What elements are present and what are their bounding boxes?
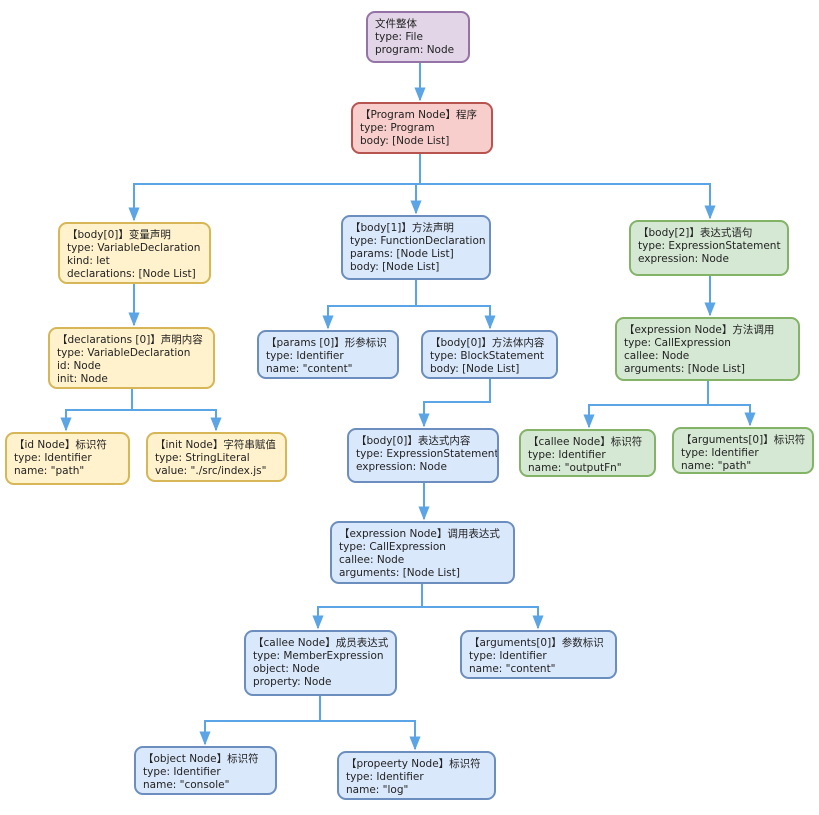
node-title: 【params [0]】形参标识 bbox=[266, 337, 387, 349]
node-title: 【body[2]】表达式语句 bbox=[638, 227, 753, 239]
node-field: type: Identifier bbox=[528, 449, 606, 461]
node-field: callee: Node bbox=[339, 554, 405, 566]
edge-exprmethod-calleeoutput bbox=[583, 381, 709, 429]
node-field: type: ExpressionStatement bbox=[638, 240, 781, 252]
node-title: 【propeerty Node】标识符 bbox=[346, 758, 481, 770]
node-field: name: "log" bbox=[346, 784, 409, 796]
node-field: name: "content" bbox=[469, 663, 556, 675]
node-title: 【declarations [0]】声明内容 bbox=[57, 334, 203, 346]
node-field: type: Identifier bbox=[681, 447, 759, 459]
node-field: type: ExpressionStatement bbox=[356, 448, 499, 460]
node-field: type: CallExpression bbox=[339, 541, 446, 553]
node-title: 【body[0]】方法体内容 bbox=[430, 337, 545, 349]
node-title: 【Program Node】程序 bbox=[360, 109, 478, 121]
edge-fnbody0-blockbody0 bbox=[418, 379, 491, 428]
node-field: body: [Node List] bbox=[360, 135, 450, 147]
node-title: 【init Node】字符串赋值 bbox=[155, 439, 276, 451]
node-field: name: "outputFn" bbox=[528, 462, 622, 474]
node-field: type: VariableDeclaration bbox=[67, 242, 201, 254]
edge-callexpr-args0 bbox=[422, 606, 544, 630]
edge-callexpr-callee bbox=[312, 584, 423, 630]
node-field: id: Node bbox=[57, 360, 101, 372]
edge-exprmethod-args0path bbox=[708, 404, 756, 427]
edge-callee-object bbox=[199, 696, 321, 746]
node-title: 【body[0]】表达式内容 bbox=[356, 435, 471, 447]
node-title: 【body[1]】方法声明 bbox=[350, 222, 454, 234]
node-title: 【expression Node】调用表达式 bbox=[339, 528, 500, 540]
node-field: name: "path" bbox=[14, 465, 85, 477]
node-field: type: VariableDeclaration bbox=[57, 347, 191, 359]
node-title: 【arguments[0]】标识符 bbox=[681, 434, 806, 446]
node-field: type: CallExpression bbox=[624, 337, 731, 349]
node-field: init: Node bbox=[57, 373, 108, 385]
node-field: object: Node bbox=[253, 663, 320, 675]
node-field: expression: Node bbox=[356, 461, 447, 473]
node-field: type: BlockStatement bbox=[430, 350, 544, 362]
node-field: property: Node bbox=[253, 676, 332, 688]
edge-callee-property bbox=[320, 720, 421, 751]
node-title: 【arguments[0]】参数标识 bbox=[469, 637, 604, 649]
node-field: program: Node bbox=[375, 44, 455, 56]
node-field: type: Identifier bbox=[143, 766, 221, 778]
node-field: expression: Node bbox=[638, 253, 729, 265]
node-field: name: "content" bbox=[266, 363, 353, 375]
edge-program-body1 bbox=[410, 183, 422, 215]
edge-body1-params0 bbox=[322, 280, 417, 330]
node-field: kind: let bbox=[67, 255, 110, 267]
edge-program-body2 bbox=[420, 183, 716, 220]
node-field: body: [Node List] bbox=[350, 261, 440, 273]
node-field: type: Identifier bbox=[469, 650, 547, 662]
node-field: params: [Node List] bbox=[350, 248, 454, 260]
node-field: type: Identifier bbox=[266, 350, 344, 362]
node-title: 【expression Node】方法调用 bbox=[624, 324, 775, 336]
node-title: 【id Node】标识符 bbox=[14, 439, 107, 451]
node-field: body: [Node List] bbox=[430, 363, 520, 375]
edge-decl0-init bbox=[132, 409, 222, 432]
node-field: type: Program bbox=[360, 122, 435, 134]
node-title: 文件整体 bbox=[375, 18, 417, 30]
node-field: type: FunctionDeclaration bbox=[350, 235, 486, 247]
node-field: type: StringLiteral bbox=[155, 452, 250, 464]
edge-decl0-id bbox=[60, 389, 133, 432]
node-field: arguments: [Node List] bbox=[339, 567, 460, 579]
node-title: 【callee Node】成员表达式 bbox=[253, 637, 389, 649]
node-field: name: "path" bbox=[681, 460, 752, 472]
node-field: value: "./src/index.js" bbox=[155, 465, 267, 477]
node-title: 【object Node】标识符 bbox=[143, 753, 259, 765]
node-field: name: "console" bbox=[143, 779, 230, 791]
node-field: type: Identifier bbox=[14, 452, 92, 464]
node-title: 【callee Node】标识符 bbox=[528, 436, 643, 448]
node-field: type: MemberExpression bbox=[253, 650, 384, 662]
node-field: type: File bbox=[375, 31, 423, 43]
edge-body1-fnbody0 bbox=[416, 305, 496, 330]
node-field: arguments: [Node List] bbox=[624, 363, 745, 375]
node-field: type: Identifier bbox=[346, 771, 424, 783]
node-field: declarations: [Node List] bbox=[67, 268, 196, 280]
node-title: 【body[0]】变量声明 bbox=[67, 229, 171, 241]
node-field: callee: Node bbox=[624, 350, 690, 362]
edge-program-body0 bbox=[128, 154, 421, 222]
